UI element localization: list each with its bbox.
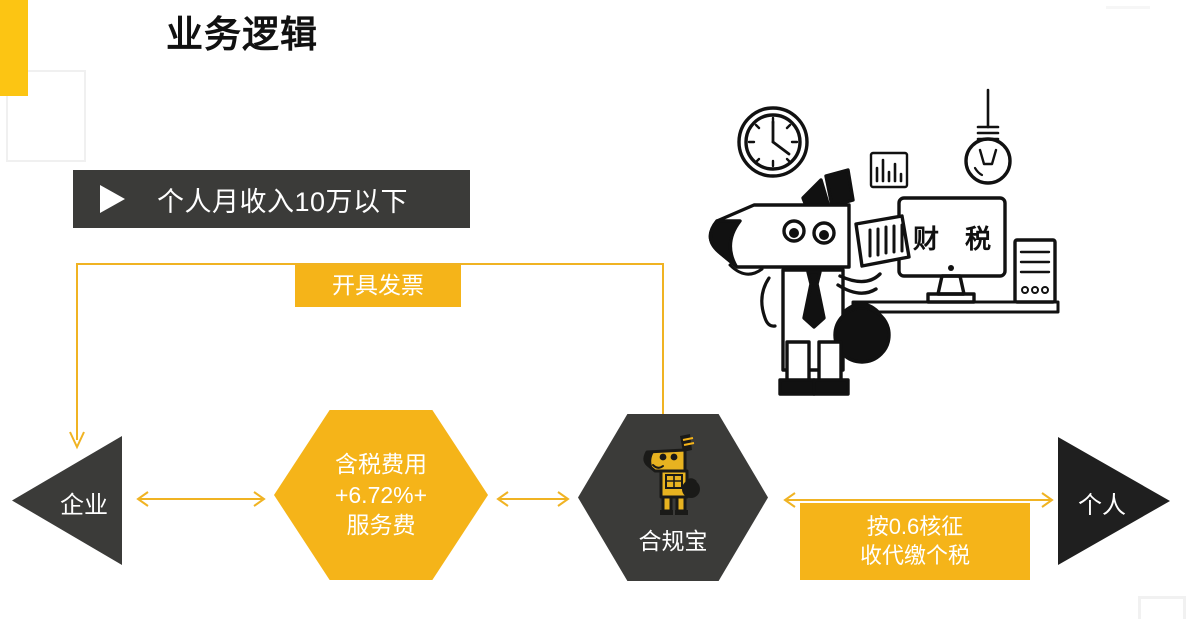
- dog-mascot-icon: [633, 432, 715, 518]
- decorative-square-top-left: [6, 70, 86, 162]
- flow-node-heguibao[interactable]: 合规宝: [578, 414, 768, 581]
- section-banner: 个人月收入10万以下: [73, 170, 470, 228]
- decorative-square-bottom-right: [1138, 596, 1186, 619]
- page-title: 业务逻辑: [166, 14, 318, 55]
- play-triangle-icon: [100, 185, 125, 213]
- flow-node-enterprise[interactable]: 企业: [12, 436, 122, 565]
- flow-node-heguibao-label: 合规宝: [638, 528, 708, 554]
- monitor-screen-text: 财 税: [913, 224, 991, 254]
- edge-label-invoice: 开具发票: [295, 265, 461, 307]
- finance-dog-illustration: 财 税: [690, 80, 1090, 410]
- edge-label-tax: 按0.6核征 收代缴个税: [800, 503, 1030, 580]
- decorative-accent-bar: [0, 0, 28, 96]
- decorative-line-top-right: [1106, 6, 1150, 9]
- flow-node-enterprise-label: 企业: [60, 492, 108, 519]
- flow-node-individual[interactable]: 个人: [1058, 437, 1170, 565]
- flow-node-fee[interactable]: 含税费用 +6.72%+ 服务费: [274, 410, 488, 580]
- flow-node-individual-label: 个人: [1078, 492, 1126, 519]
- section-banner-label: 个人月收入10万以下: [157, 186, 409, 217]
- flow-node-fee-label: 含税费用 +6.72%+ 服务费: [334, 451, 428, 539]
